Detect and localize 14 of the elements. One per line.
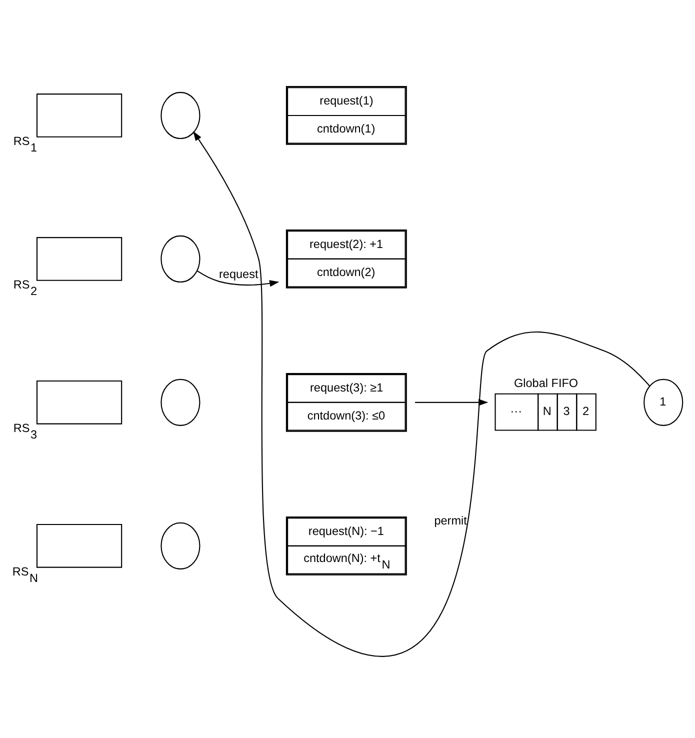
edge-label: permit: [434, 514, 467, 527]
node-box: [36, 523, 122, 568]
node-ellipse: 1: [644, 378, 684, 426]
node-circle: [160, 234, 200, 282]
node-label: Global FIFO: [514, 376, 578, 390]
arrow: [196, 270, 280, 286]
node-box: [36, 236, 122, 280]
node-circle: [160, 91, 200, 139]
edge-label: request: [219, 268, 258, 281]
node-circle: [160, 378, 200, 426]
node-box: [36, 93, 122, 137]
node-circle: [160, 522, 200, 569]
node-box: [36, 380, 122, 424]
arrow: [193, 130, 650, 655]
